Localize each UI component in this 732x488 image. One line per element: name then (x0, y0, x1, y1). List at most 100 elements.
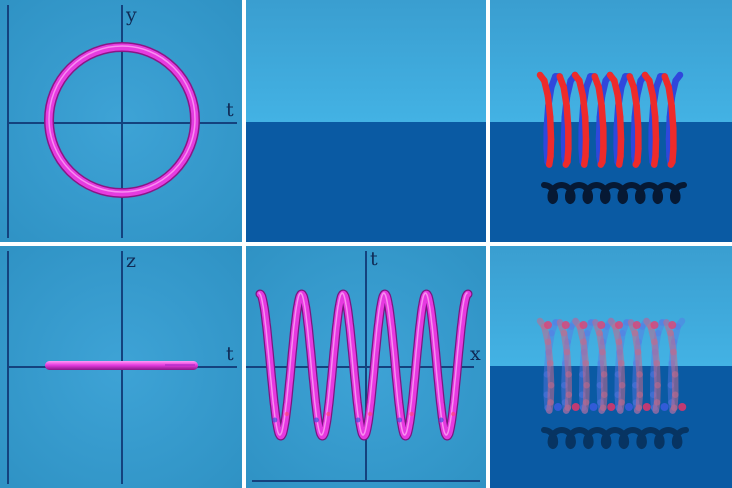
panel-bottom-left-line: z t (0, 246, 242, 488)
helix-segment (617, 399, 625, 414)
helix-bottom-bead (642, 403, 651, 411)
t-axis-label: t (226, 99, 234, 121)
helix-top-bead (544, 321, 552, 329)
helix-segment (548, 319, 559, 337)
helix-segment (562, 404, 572, 414)
helix-shadow-path (541, 181, 687, 205)
circle-tube-highlight (48, 45, 196, 193)
z-axis-label: z (126, 250, 137, 272)
helix-segment (674, 317, 686, 330)
empty-scene (246, 0, 486, 242)
sine-wave-highlight (258, 292, 468, 436)
helix-bottom-bead (625, 403, 633, 411)
helix-bottom-bead (571, 403, 580, 411)
wave-tint (284, 411, 289, 417)
helix-segment (581, 113, 590, 143)
helix-segment (667, 158, 676, 168)
helix-segment (546, 359, 555, 389)
helix-segment (651, 113, 660, 143)
helix-segment (667, 381, 675, 406)
sine-wave (255, 289, 473, 441)
helix-segment (651, 338, 660, 367)
wave-tint (409, 411, 414, 417)
helix-segment (616, 113, 625, 143)
floor (246, 122, 486, 242)
helix-segment (581, 399, 590, 414)
helix-segment (634, 348, 643, 378)
panel-bottom-middle-wave: t x (246, 246, 486, 488)
helix-segment (617, 359, 626, 389)
helix-segment (563, 102, 572, 132)
helix-segment (668, 102, 677, 132)
sky (490, 0, 732, 122)
helix-segment (544, 338, 554, 367)
helix-segment (598, 404, 607, 414)
helix-top-bead (561, 321, 570, 329)
panel-top-left-circle: y t (0, 0, 242, 242)
helix-segment (632, 158, 641, 168)
helix-segment (632, 381, 640, 406)
helix-segment (544, 92, 554, 121)
t-axis-label: t (226, 343, 234, 365)
helix-segment (546, 113, 555, 143)
wave-tint (451, 411, 456, 417)
helix-segment (546, 399, 554, 414)
flat-tube (45, 361, 198, 370)
panel-top-right-helix (490, 0, 732, 242)
line-plot (0, 246, 242, 488)
helix-shadow (541, 181, 687, 205)
helix-segment (579, 92, 589, 121)
sky (490, 246, 732, 366)
helix-top-bead (597, 321, 606, 329)
helix-segment (619, 319, 630, 337)
helix-segment (669, 404, 678, 414)
wave-tint (355, 417, 361, 423)
helix-segment (599, 348, 608, 378)
helix-segment (561, 381, 569, 406)
helix-bottom-bead (607, 403, 616, 411)
wave-tint (397, 417, 403, 423)
helix-segment (650, 153, 659, 168)
panel-bottom-right-helix (490, 246, 732, 488)
wave-plot (246, 246, 486, 488)
y-axis-label: y (126, 4, 137, 26)
helix-segment (649, 92, 659, 121)
helix-segment (633, 404, 643, 414)
helix-segment (654, 319, 666, 337)
helix-segment (596, 381, 604, 406)
helix-segment (670, 348, 679, 378)
helix-top-bead (668, 321, 677, 329)
helix-segment (598, 102, 607, 132)
helix-segment (580, 153, 589, 168)
panel-top-middle-scene (246, 0, 486, 242)
helix-front-segments (536, 317, 687, 414)
helix-bottom-bead (554, 403, 562, 411)
helix-segment (582, 359, 590, 389)
t-axis-label: t (370, 248, 378, 270)
helix-bottom-bead (589, 403, 598, 411)
wave-tint (367, 411, 373, 417)
helix-top-bead (650, 321, 659, 329)
helix-segment (562, 158, 571, 168)
wave-tint (438, 417, 444, 423)
helix-transparent-scene (490, 246, 732, 488)
helix-segment (580, 338, 589, 367)
helix-bottom-bead (678, 403, 687, 411)
helix-shadow (541, 426, 689, 450)
helix-segment (545, 153, 554, 168)
sine-wave-tube (256, 290, 472, 440)
x-axis-label: x (470, 343, 481, 365)
helix-segment (615, 153, 624, 168)
helix-segment (583, 319, 595, 337)
helix-segment (653, 359, 661, 389)
wave-tint (272, 417, 278, 423)
helix-segment (614, 92, 624, 121)
helix-segment (652, 399, 661, 414)
floor (490, 366, 732, 488)
helix-segment (597, 158, 606, 168)
helix-segment (672, 71, 684, 84)
floor (490, 122, 732, 242)
sky (246, 0, 486, 122)
helix-bottom-bead (660, 403, 669, 411)
helix-top-bead (615, 321, 623, 329)
